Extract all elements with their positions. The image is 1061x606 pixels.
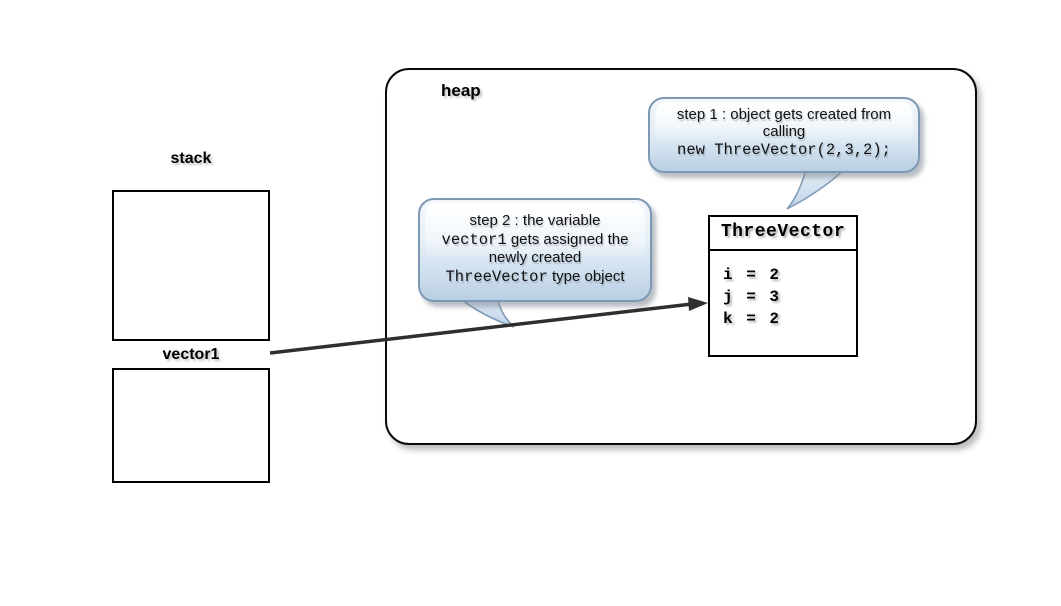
callout-step1: step 1 : object gets created from callin… [648,97,920,173]
callout-step2-line4: ThreeVector type object [420,268,650,287]
callout-step2: step 2 : the variable vector1 gets assig… [418,198,652,302]
threevector-title: ThreeVector [710,217,856,251]
callout-step2-line4-rest: type object [547,267,625,285]
callout-step2-code-threevector: ThreeVector [445,267,548,286]
field-i: i = 2 [723,266,782,284]
heap-label: heap [441,81,481,100]
stack-box [112,190,270,483]
callout-step2-line3: newly created [488,249,582,266]
callout-step2-line1: step 2 : the variable [469,212,601,229]
field-j: j = 3 [723,288,782,306]
stack-label: stack [170,150,212,167]
stack-slot-label: vector1 [162,345,220,363]
stack-slot: vector1 [112,339,270,370]
callout-step1-code: new ThreeVector(2,3,2); [677,141,891,159]
callout-step1-line2: calling [762,123,806,140]
callout-step2-code-vector1: vector1 [441,230,507,249]
threevector-fields: i = 2 j = 3 k = 2 [710,251,856,330]
callout-step2-line2: vector1 gets assigned the [420,231,650,250]
threevector-object-box: ThreeVector i = 2 j = 3 k = 2 [708,215,858,357]
callout-step1-line1: step 1 : object gets created from [676,106,892,123]
field-k: k = 2 [723,310,782,328]
callout-step2-line2-rest: gets assigned the [506,230,629,248]
